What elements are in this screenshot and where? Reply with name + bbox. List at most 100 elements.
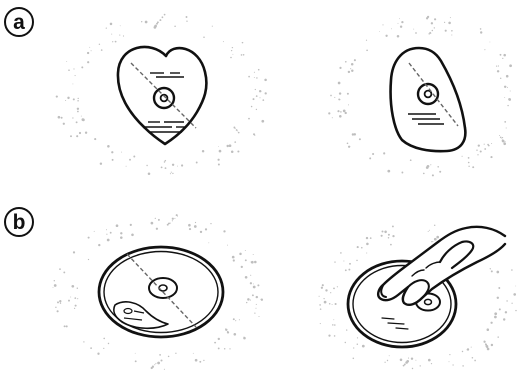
oval-disc	[391, 48, 466, 151]
oval-disc-outline	[391, 48, 466, 151]
speckle-dot	[508, 98, 511, 101]
speckle-dot	[400, 359, 403, 362]
speckle-dot	[164, 14, 166, 16]
speckle-dot	[88, 259, 89, 260]
speckle-dot	[507, 105, 508, 106]
speckle-dot	[413, 29, 414, 30]
speckle-dot	[489, 42, 490, 43]
speckle-dot	[339, 115, 342, 118]
speckle-dot	[103, 338, 105, 340]
speckle-dot	[164, 161, 165, 162]
speckle-dot	[66, 325, 68, 327]
speckle-dot	[388, 237, 390, 239]
speckle-dot	[158, 219, 160, 221]
speckle-dot	[322, 284, 324, 286]
speckle-dot	[352, 133, 354, 135]
speckle-dot	[63, 123, 65, 125]
speckle-dot	[175, 353, 176, 354]
speckle-dot	[232, 47, 233, 48]
speckle-dot	[504, 97, 505, 98]
speckle-dot	[188, 224, 191, 227]
speckle-dot	[247, 298, 250, 301]
round-disc-hub-outer	[149, 278, 177, 298]
speckle-dot	[146, 165, 147, 166]
speckle-dot	[156, 228, 158, 230]
speckle-dot	[350, 68, 351, 69]
speckle-dot	[253, 254, 254, 255]
speckle-dot	[384, 362, 385, 363]
speckle-dot	[77, 108, 79, 110]
speckle-dot	[477, 154, 478, 155]
speckle-dot	[135, 353, 136, 354]
speckle-dot	[434, 18, 436, 20]
speckle-dot	[232, 256, 235, 259]
speckle-dot	[501, 138, 502, 139]
speckle-dot	[506, 127, 507, 128]
speckle-dot	[68, 69, 70, 71]
speckle-dot	[227, 331, 229, 333]
speckle-dot	[57, 310, 59, 312]
speckle-dot	[161, 166, 163, 168]
speckle-dot	[515, 286, 516, 287]
speckle-dot	[126, 166, 127, 167]
speckle-dot	[345, 342, 346, 343]
speckle-dot	[511, 303, 512, 304]
speckle-dot	[432, 174, 434, 176]
speckle-dot	[431, 22, 433, 24]
speckle-dot	[334, 335, 336, 337]
hand-panel-disc-hub-inner	[425, 299, 432, 304]
speckle-dot	[116, 224, 119, 227]
speckle-dot	[172, 164, 174, 166]
speckle-dot	[500, 54, 502, 56]
speckle-dot	[434, 225, 435, 226]
speckle-dot	[54, 280, 55, 281]
speckle-dot	[504, 121, 506, 123]
speckle-dot	[256, 77, 257, 78]
speckle-dot	[496, 65, 497, 66]
speckle-dot	[67, 97, 69, 99]
speckle-dot	[510, 91, 511, 92]
speckle-dot	[235, 128, 236, 129]
speckle-dot	[133, 156, 135, 158]
speckle-dot	[168, 356, 170, 358]
speckle-dot	[451, 34, 452, 35]
speckle-dot	[472, 166, 474, 168]
speckle-dot	[319, 296, 320, 297]
speckle-dot	[71, 285, 74, 288]
speckle-dot	[111, 34, 112, 35]
speckle-dot	[338, 98, 340, 100]
speckle-dot	[73, 68, 74, 69]
speckle-dot	[462, 156, 463, 157]
speckle-dot	[235, 320, 236, 321]
speckle-dot	[401, 21, 403, 23]
speckle-dot	[106, 234, 107, 235]
speckle-dot	[468, 157, 470, 159]
speckle-dot	[348, 71, 350, 73]
speckle-dot	[94, 138, 96, 140]
speckle-dot	[224, 348, 226, 350]
speckle-dot	[379, 31, 380, 32]
speckle-dot	[107, 239, 110, 242]
speckle-dot	[77, 287, 78, 288]
speckle-dot	[502, 58, 503, 59]
speckle-dot	[484, 144, 485, 145]
speckle-dot	[83, 341, 84, 342]
speckle-dot	[427, 16, 429, 18]
oval-disc-hub-outer	[418, 84, 438, 104]
speckle-dot	[382, 24, 383, 25]
speckle-dot	[332, 304, 333, 305]
speckle-dot	[250, 262, 251, 263]
speckle-dot	[488, 145, 490, 147]
speckle-dot	[186, 21, 187, 22]
speckle-dot	[476, 149, 477, 150]
speckle-dot	[91, 50, 92, 51]
speckle-dot	[504, 86, 506, 88]
speckle-dot	[66, 61, 67, 62]
speckle-dot	[334, 324, 336, 326]
speckle-dot	[343, 110, 346, 113]
speckle-dot	[148, 173, 151, 176]
speckle-dot	[366, 243, 369, 246]
speckle-dot	[330, 292, 331, 293]
speckle-dot	[434, 27, 435, 28]
